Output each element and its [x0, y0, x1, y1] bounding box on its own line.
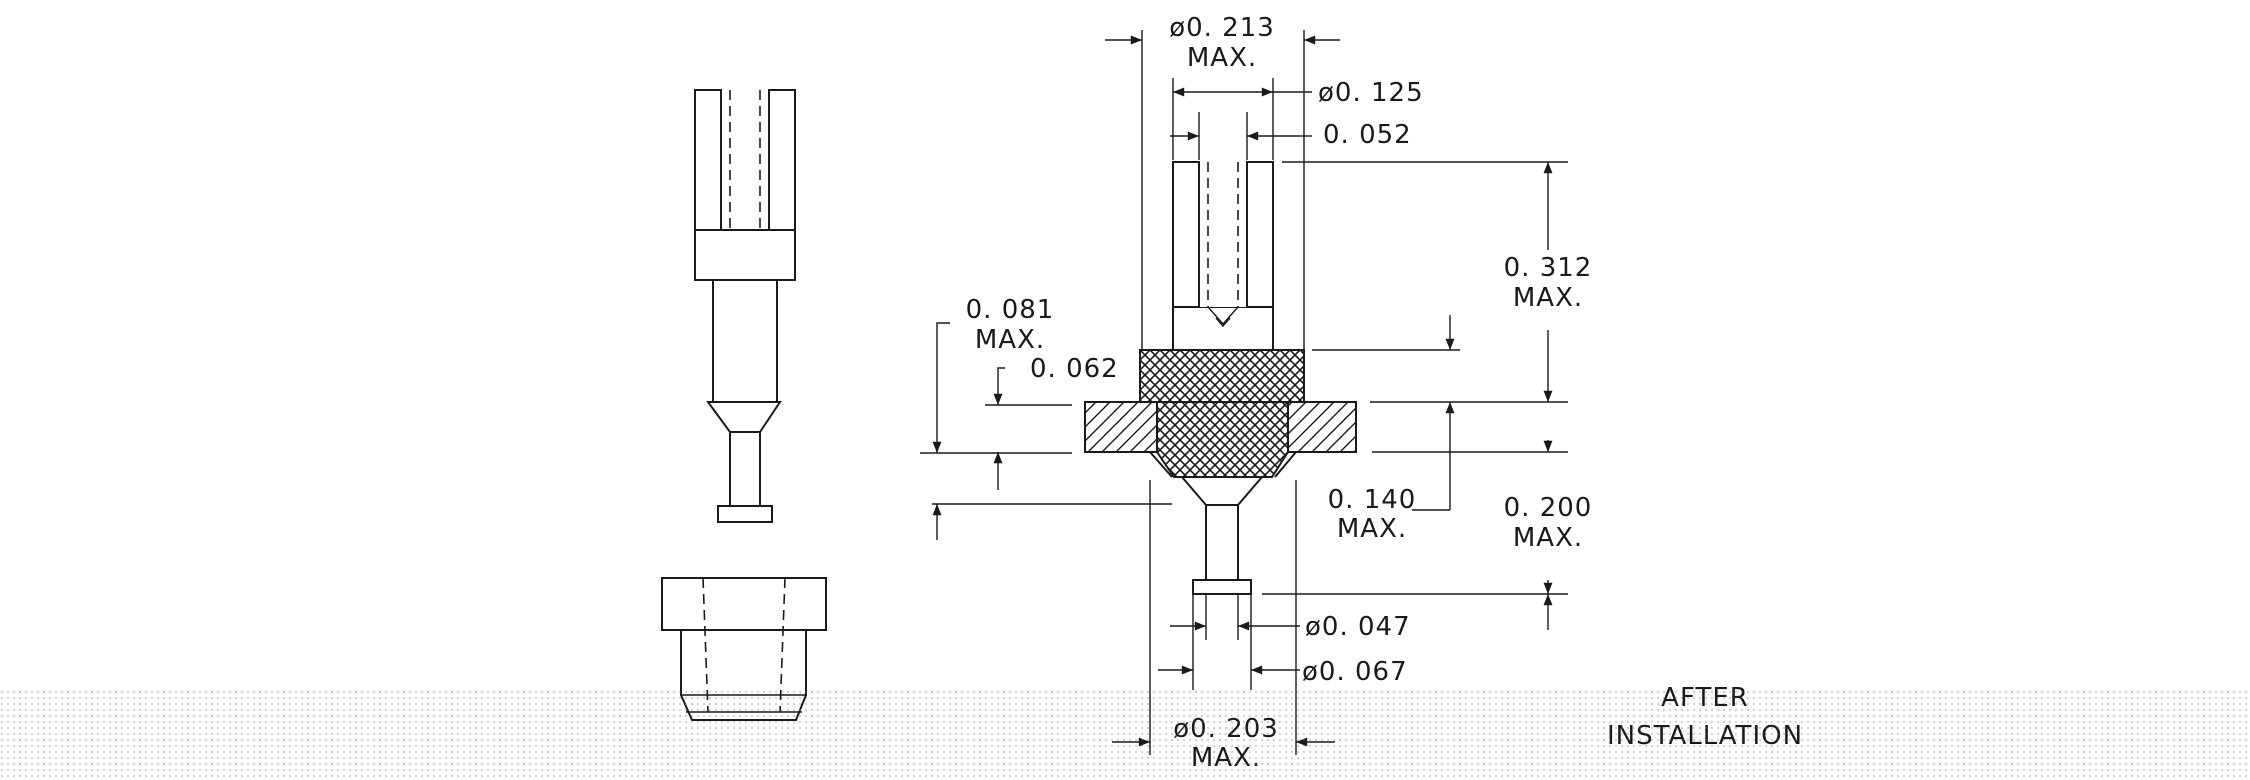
dim-slot-0052: 0. 052 — [1323, 120, 1412, 150]
swaged-flare — [1149, 451, 1297, 478]
installed-turret — [1172, 160, 1274, 350]
dim-0140-max: MAX. — [1337, 514, 1407, 544]
dim-height-0312: 0. 312 — [1504, 253, 1593, 283]
dim-0081-max: MAX. — [975, 325, 1045, 355]
dim-diameter-0125: ø0. 125 — [1318, 78, 1424, 108]
caption-installation: INSTALLATION — [1607, 721, 1803, 751]
bushing-exploded-view — [661, 577, 827, 721]
dim-diameter-0213-max: MAX. — [1187, 43, 1257, 73]
dim-diameter-0213: ø0. 213 — [1169, 13, 1275, 43]
dim-0200: 0. 200 — [1504, 493, 1593, 523]
knurled-collar — [1139, 349, 1305, 403]
turret-fork — [694, 88, 796, 281]
knurled-body — [1156, 401, 1289, 478]
terminal-installed-view — [1084, 160, 1357, 595]
dim-diameter-0067: ø0. 067 — [1302, 657, 1408, 687]
dim-diameter-0203: ø0. 203 — [1173, 714, 1279, 744]
terminal-shank — [706, 279, 782, 523]
dim-0200-max: MAX. — [1513, 523, 1583, 553]
dim-0140: 0. 140 — [1328, 485, 1417, 515]
terminal-exploded-view — [694, 88, 796, 523]
caption-after: AFTER — [1661, 683, 1749, 713]
dim-diameter-0047: ø0. 047 — [1305, 612, 1411, 642]
dim-height-0312-max: MAX. — [1513, 283, 1583, 313]
dim-panel-0062: 0. 062 — [1030, 354, 1119, 384]
dim-0081: 0. 081 — [966, 295, 1055, 325]
dimension-lines — [920, 30, 1568, 755]
dim-diameter-0203-max: MAX. — [1191, 743, 1261, 773]
panel-section — [1084, 401, 1357, 453]
installed-shank — [1179, 476, 1265, 595]
